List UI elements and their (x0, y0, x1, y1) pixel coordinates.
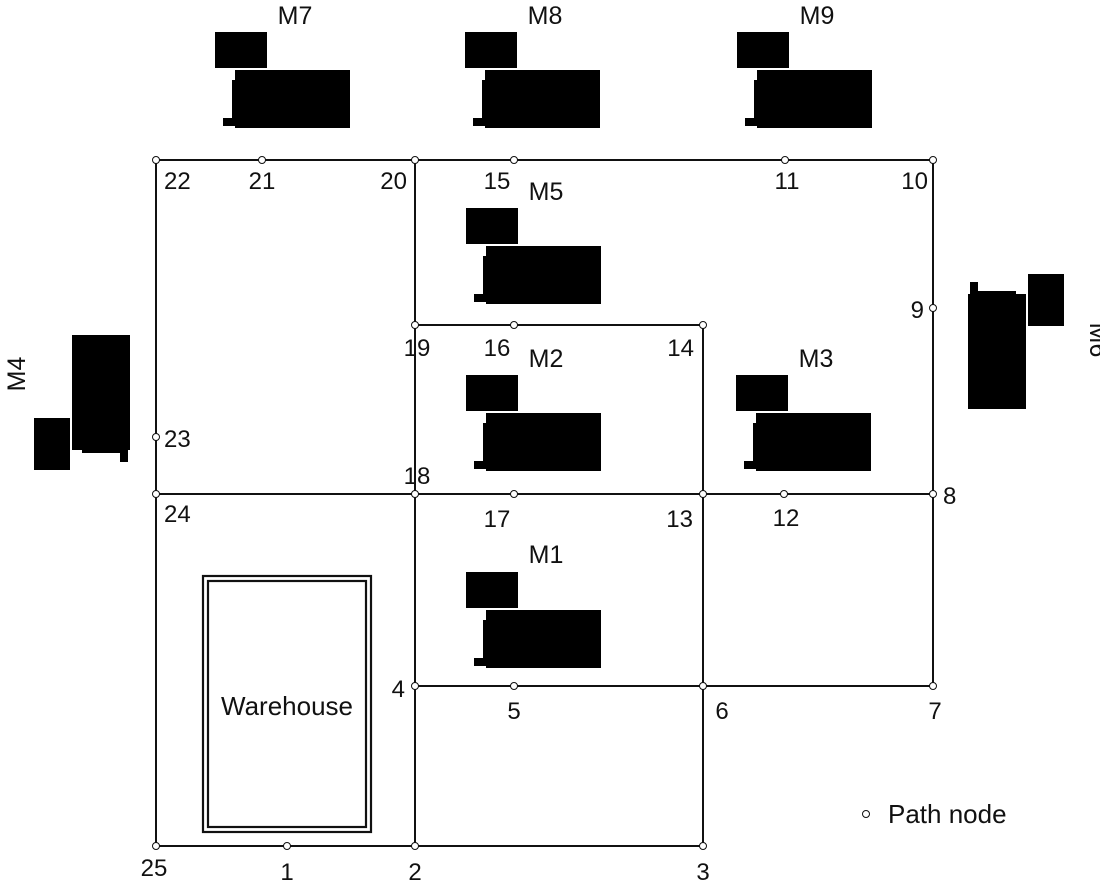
node-label-18: 18 (404, 463, 431, 490)
path-node-22 (152, 156, 160, 164)
node-label-16: 16 (484, 335, 511, 362)
node-label-4: 4 (392, 676, 405, 703)
path-node-7 (929, 682, 937, 690)
machine-m8-icon (465, 32, 605, 130)
machine-m6-icon (966, 274, 1064, 414)
node-label-13: 13 (666, 506, 693, 533)
machine-m7-icon (215, 32, 355, 130)
machine-m1-icon (466, 572, 606, 670)
path-node-19 (411, 321, 419, 329)
machine-m4-label: M4 (3, 357, 31, 392)
node-label-20: 20 (380, 168, 407, 195)
machine-m7: M7 (215, 2, 355, 130)
path-node-13 (699, 490, 707, 498)
node-label-1: 1 (280, 859, 293, 886)
node-label-12: 12 (773, 505, 800, 532)
node-label-10: 10 (901, 168, 928, 195)
legend-label: Path node (888, 799, 1007, 829)
path-node-23 (152, 433, 160, 441)
node-label-2: 2 (408, 859, 421, 886)
node-label-9: 9 (911, 297, 924, 324)
path-nodes (152, 156, 937, 850)
machine-m6: M6 (966, 274, 1100, 414)
warehouse-inner-border (206, 579, 368, 829)
path-node-2 (411, 842, 419, 850)
path-node-3 (699, 842, 707, 850)
node-label-14: 14 (667, 335, 694, 362)
node-label-19: 19 (404, 335, 431, 362)
machine-m4: M4 (3, 330, 132, 470)
path-node-15 (510, 156, 518, 164)
machine-m9: M9 (737, 2, 877, 130)
machine-m4-icon (34, 330, 132, 470)
path-node-16 (510, 321, 518, 329)
node-label-5: 5 (507, 698, 520, 725)
path-node-8 (929, 490, 937, 498)
machine-m8: M8 (465, 2, 605, 130)
path-node-5 (510, 682, 518, 690)
path-node-24 (152, 490, 160, 498)
path-node-17 (510, 490, 518, 498)
node-label-11: 11 (775, 168, 800, 195)
node-label-23: 23 (164, 426, 191, 453)
warehouse: Warehouse (201, 574, 373, 834)
node-label-6: 6 (715, 698, 728, 725)
path-node-14 (699, 321, 707, 329)
warehouse-label: Warehouse (221, 691, 353, 721)
machine-m3-icon (736, 375, 876, 473)
path-node-25 (152, 842, 160, 850)
machine-m9-icon (737, 32, 877, 130)
machine-m7-label: M7 (278, 2, 313, 30)
legend-node-marker (862, 810, 870, 818)
path-node-11 (781, 156, 789, 164)
path-node-1 (283, 842, 291, 850)
node-label-17: 17 (484, 506, 511, 533)
legend: Path node (862, 799, 1007, 829)
machine-m5: M5 (466, 178, 606, 306)
machine-m1: M1 (466, 541, 606, 670)
path-edges (155, 159, 934, 847)
node-label-3: 3 (696, 859, 709, 886)
path-node-20 (411, 156, 419, 164)
path-node-12 (780, 490, 788, 498)
node-label-24: 24 (164, 501, 191, 528)
machine-m6-label: M6 (1084, 323, 1100, 358)
machine-m5-icon (466, 208, 606, 306)
machine-m2-icon (466, 375, 606, 473)
node-label-7: 7 (928, 698, 941, 725)
path-node-9 (929, 304, 937, 312)
node-label-25: 25 (141, 855, 168, 882)
warehouse-outer-border (201, 574, 373, 834)
machine-m3: M3 (736, 345, 876, 473)
machine-m2-label: M2 (529, 345, 564, 373)
node-label-21: 21 (249, 168, 276, 195)
machine-m3-label: M3 (799, 345, 834, 373)
path-node-10 (929, 156, 937, 164)
node-label-22: 22 (164, 168, 191, 195)
node-label-15: 15 (484, 168, 511, 195)
machine-m8-label: M8 (528, 2, 563, 30)
path-node-6 (699, 682, 707, 690)
machine-m9-label: M9 (800, 2, 835, 30)
machine-m1-label: M1 (529, 541, 564, 569)
machine-m5-label: M5 (529, 178, 564, 206)
node-label-8: 8 (943, 483, 956, 510)
path-node-18 (411, 490, 419, 498)
path-node-4 (411, 682, 419, 690)
machine-m2: M2 (466, 345, 606, 473)
path-node-21 (258, 156, 266, 164)
